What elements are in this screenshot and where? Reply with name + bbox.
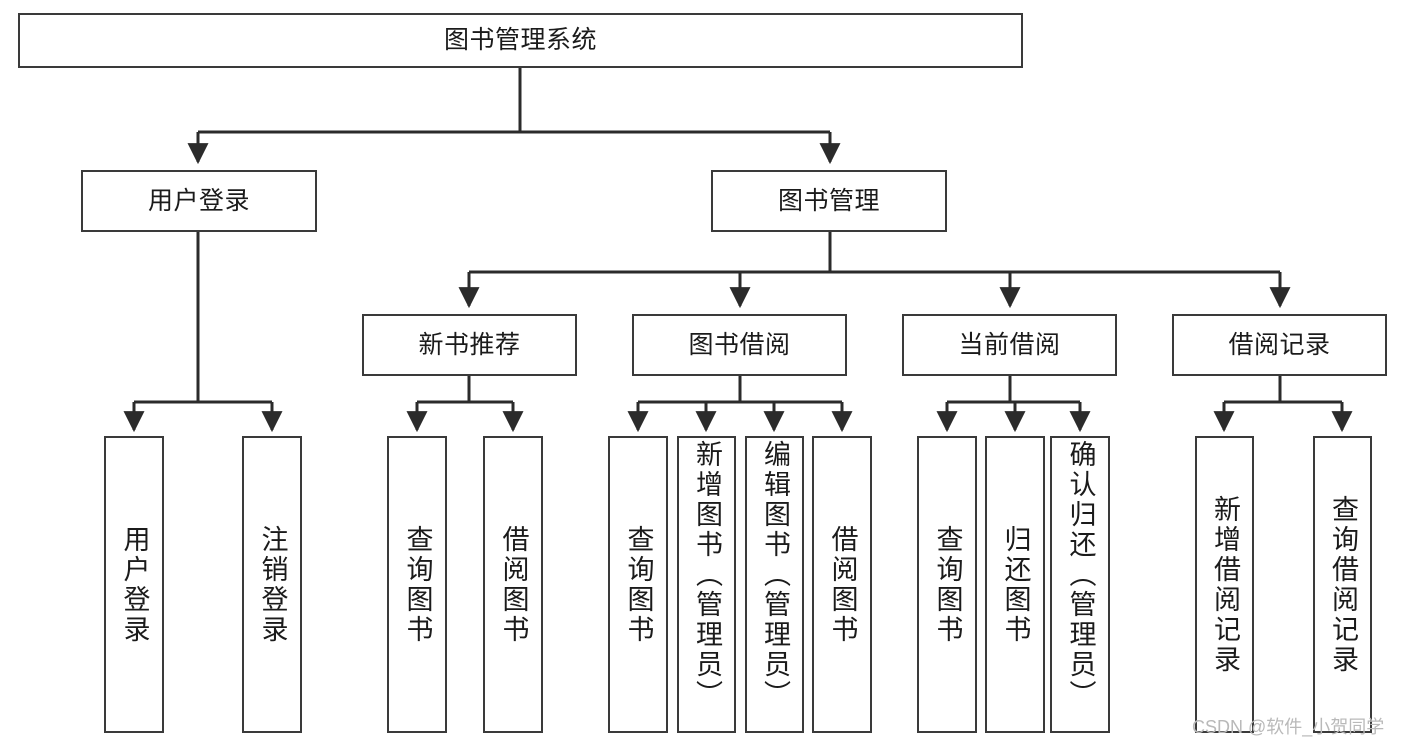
node-label: 当前借阅 bbox=[958, 330, 1061, 359]
leaf-user-login[interactable]: 用户登录 bbox=[104, 436, 164, 733]
csdn-watermark: CSDN @软件_小贺同学 bbox=[1192, 717, 1385, 737]
node-book-borrow[interactable]: 图书借阅 bbox=[632, 314, 847, 376]
node-label: 查询图书 bbox=[932, 524, 963, 645]
leaf-logout-login[interactable]: 注销登录 bbox=[242, 436, 302, 733]
node-label: 编辑图书（管理员） bbox=[760, 440, 790, 710]
node-label: 图书管理系统 bbox=[443, 26, 597, 55]
node-label: 确认归还（管理员） bbox=[1065, 440, 1096, 710]
node-label: 借阅图书 bbox=[498, 524, 529, 645]
node-label: 新增借阅记录 bbox=[1210, 494, 1240, 675]
node-borrow-record[interactable]: 借阅记录 bbox=[1172, 314, 1387, 376]
leaf-borrow-book-recommend[interactable]: 借阅图书 bbox=[483, 436, 543, 733]
leaf-query-book-current[interactable]: 查询图书 bbox=[917, 436, 977, 733]
leaf-add-book-admin[interactable]: 新增图书（管理员） bbox=[677, 436, 736, 733]
leaf-query-borrow-record[interactable]: 查询借阅记录 bbox=[1313, 436, 1372, 733]
node-user-login[interactable]: 用户登录 bbox=[81, 170, 317, 232]
node-label: 借阅记录 bbox=[1228, 330, 1331, 359]
node-new-book-recommend[interactable]: 新书推荐 bbox=[362, 314, 577, 376]
node-label: 查询图书 bbox=[623, 524, 654, 645]
node-label: 归还图书 bbox=[1000, 524, 1031, 645]
node-label: 查询图书 bbox=[402, 524, 433, 645]
node-book-management[interactable]: 图书管理 bbox=[711, 170, 947, 232]
node-label: 新书推荐 bbox=[418, 330, 521, 359]
leaf-add-borrow-record[interactable]: 新增借阅记录 bbox=[1195, 436, 1254, 733]
node-label: 借阅图书 bbox=[827, 524, 858, 645]
node-label: 用户登录 bbox=[119, 524, 150, 645]
node-root-system[interactable]: 图书管理系统 bbox=[18, 13, 1023, 68]
node-label: 新增图书（管理员） bbox=[692, 440, 722, 710]
leaf-return-book[interactable]: 归还图书 bbox=[985, 436, 1045, 733]
node-label: 用户登录 bbox=[147, 186, 250, 215]
node-label: 查询借阅记录 bbox=[1328, 494, 1358, 675]
node-label: 图书借阅 bbox=[688, 330, 791, 359]
leaf-confirm-return-admin[interactable]: 确认归还（管理员） bbox=[1050, 436, 1110, 733]
leaf-edit-book-admin[interactable]: 编辑图书（管理员） bbox=[745, 436, 804, 733]
node-label: 图书管理 bbox=[777, 186, 880, 215]
leaf-query-book-borrow[interactable]: 查询图书 bbox=[608, 436, 668, 733]
leaf-query-book-recommend[interactable]: 查询图书 bbox=[387, 436, 447, 733]
leaf-borrow-book-borrow[interactable]: 借阅图书 bbox=[812, 436, 872, 733]
node-current-borrow[interactable]: 当前借阅 bbox=[902, 314, 1117, 376]
node-label: 注销登录 bbox=[257, 524, 288, 645]
